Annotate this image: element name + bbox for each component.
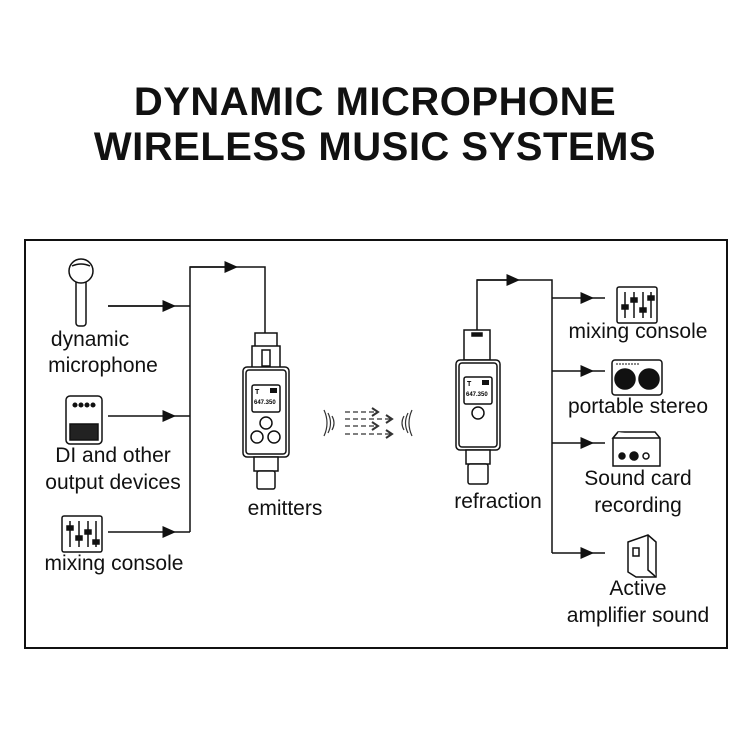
microphone-icon bbox=[68, 258, 94, 327]
stereo-speaker-icon bbox=[611, 359, 663, 396]
emitter-display-freq: 647.350 bbox=[254, 400, 276, 406]
battery-icon bbox=[270, 388, 277, 393]
output-label-mixing-console: mixing console bbox=[568, 320, 708, 343]
receiver-display-mode: T bbox=[467, 381, 472, 388]
input-label-di: DI and other bbox=[55, 444, 171, 467]
output-label-amplifier-sound: amplifier sound bbox=[566, 604, 710, 627]
input-connectors bbox=[108, 261, 266, 538]
sound-card-icon bbox=[611, 431, 661, 467]
output-label-sound-card: Sound card bbox=[584, 467, 692, 490]
frame bbox=[24, 239, 728, 649]
emitter-label: emitters bbox=[247, 497, 323, 520]
receiver-label: refraction bbox=[454, 490, 542, 513]
output-connectors bbox=[476, 274, 605, 559]
output-label-portable-stereo: portable stereo bbox=[567, 395, 709, 418]
wireless-signal-icon bbox=[323, 407, 413, 439]
receiver-device bbox=[455, 329, 501, 485]
mixing-console-icon bbox=[616, 286, 658, 324]
battery-icon bbox=[482, 380, 489, 385]
input-label-microphone: microphone bbox=[48, 354, 158, 377]
title-line-1: DYNAMIC MICROPHONE bbox=[133, 80, 617, 124]
mixing-console-icon bbox=[61, 515, 103, 553]
di-box-icon bbox=[65, 395, 103, 445]
receiver-display-freq: 647.350 bbox=[466, 392, 488, 398]
emitter-device bbox=[242, 332, 290, 490]
speaker-icon bbox=[627, 534, 657, 578]
input-label-dynamic: dynamic bbox=[50, 328, 130, 351]
output-label-active: Active bbox=[609, 577, 667, 600]
output-label-recording: recording bbox=[594, 494, 682, 517]
input-label-output-devices: output devices bbox=[45, 471, 181, 494]
title-line-2: WIRELESS MUSIC SYSTEMS bbox=[93, 125, 657, 169]
input-label-mixing-console: mixing console bbox=[44, 552, 184, 575]
emitter-display-mode: T bbox=[255, 389, 260, 396]
